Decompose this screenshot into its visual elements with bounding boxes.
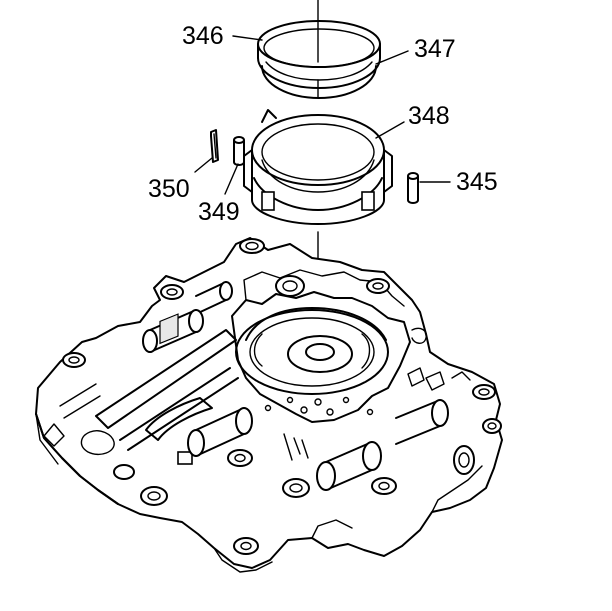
- callout-345: 345: [456, 168, 498, 196]
- callout-348: 348: [408, 102, 450, 130]
- clip-350: [210, 129, 219, 163]
- callout-347: 347: [414, 35, 456, 63]
- valve-body: [35, 237, 503, 573]
- sleeve-348: [243, 109, 393, 225]
- callout-346: 346: [182, 22, 224, 50]
- callout-349: 349: [198, 198, 240, 226]
- pin-349: [233, 136, 245, 166]
- leader-lines: [194, 35, 451, 195]
- seal-ring-346: [257, 20, 381, 68]
- dowel-pin-345: [407, 172, 419, 204]
- callout-350: 350: [148, 175, 190, 203]
- seal-ring-347: [257, 57, 381, 99]
